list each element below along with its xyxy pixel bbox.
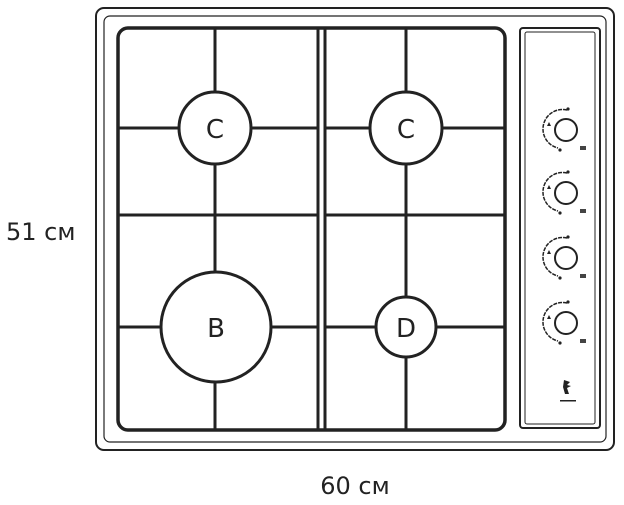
hob-inner-frame <box>103 15 607 443</box>
brand-logo <box>560 380 576 402</box>
burner-b <box>159 270 273 384</box>
hob-outer-frame <box>95 7 615 451</box>
control-knob[interactable] <box>542 170 586 215</box>
depth-dimension: 51 см <box>6 218 75 246</box>
burner-label: B <box>207 314 225 344</box>
control-knob[interactable] <box>542 235 586 280</box>
burner-c-right <box>368 90 444 166</box>
control-panel <box>519 27 601 429</box>
burner-c-left <box>177 90 253 166</box>
width-dimension: 60 см <box>320 472 389 500</box>
pan-support-grate <box>118 28 505 430</box>
burner-label: C <box>397 115 415 145</box>
burner-label: D <box>396 314 416 344</box>
burner-label: C <box>206 115 224 145</box>
grate-area <box>116 26 507 432</box>
burner-d <box>374 295 438 359</box>
control-knob[interactable] <box>542 300 586 345</box>
control-knob[interactable] <box>542 107 586 152</box>
